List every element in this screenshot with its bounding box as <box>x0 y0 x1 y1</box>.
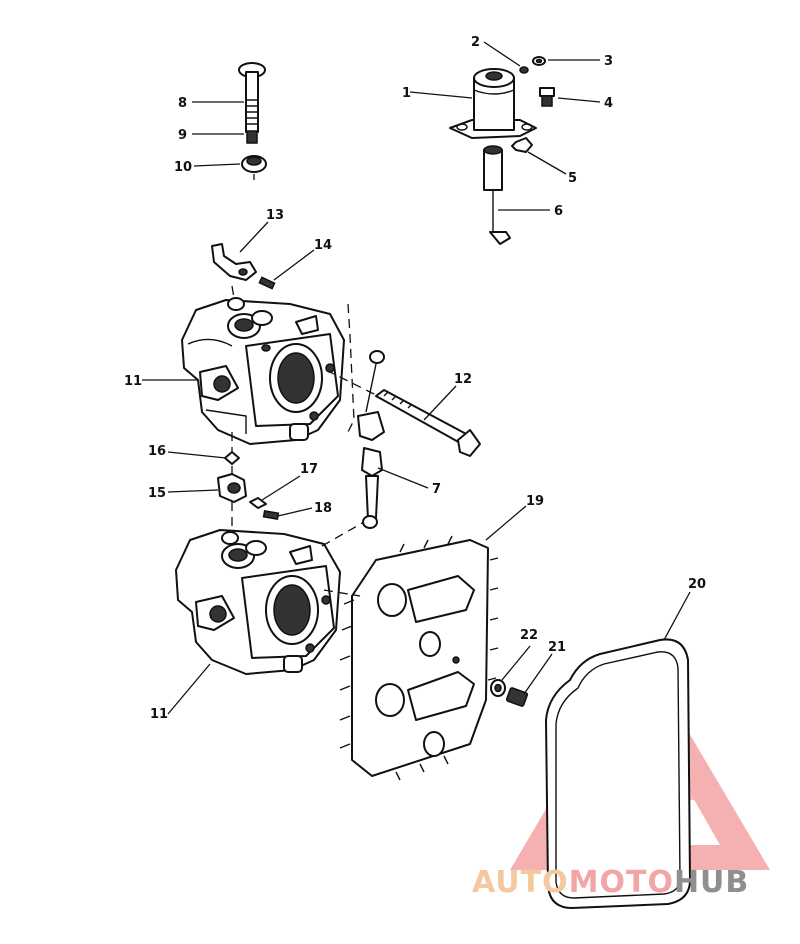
callout-10: 10 <box>174 160 192 175</box>
callout-4: 4 <box>604 96 613 111</box>
callout-3: 3 <box>604 54 613 69</box>
callout-20: 20 <box>688 577 706 592</box>
callout-labels: 1 2 3 4 5 6 7 8 9 10 11 11 12 13 14 15 1… <box>124 35 706 722</box>
callout-18: 18 <box>314 501 332 516</box>
callout-12: 12 <box>454 372 472 387</box>
gasket-part-16 <box>224 451 240 465</box>
callout-2: 2 <box>471 35 480 50</box>
svg-text:AUTOMOTOHUB: AUTOMOTOHUB <box>472 865 749 900</box>
washer-part-22 <box>490 679 506 697</box>
nut-part-5 <box>511 137 533 153</box>
valve-part-8 <box>238 62 266 133</box>
callout-5: 5 <box>568 171 577 186</box>
callout-14: 14 <box>314 238 332 253</box>
callout-16: 16 <box>148 444 166 459</box>
screw-part-4 <box>539 87 555 107</box>
callout-21: 21 <box>548 640 566 655</box>
watermark-hub: HUB <box>674 865 749 900</box>
link-rod-part-7 <box>357 350 385 529</box>
assembly-lines <box>231 174 379 597</box>
nut-part-2 <box>519 66 529 74</box>
carburetor-lower <box>175 529 341 675</box>
plunger-part-6 <box>483 145 511 245</box>
leader-lines <box>142 41 691 715</box>
watermark-text: AUTOMOTOHUB <box>472 865 749 900</box>
lever-part-13 <box>211 243 257 281</box>
screw-part-18 <box>262 509 280 521</box>
callout-11-upper: 11 <box>124 374 142 389</box>
nut-part-3 <box>532 56 546 66</box>
bolt-part-12 <box>375 389 481 457</box>
callout-6: 6 <box>554 204 563 219</box>
gasket-plate-part-19 <box>339 535 499 781</box>
callout-7: 7 <box>432 482 441 497</box>
callout-22: 22 <box>520 628 538 643</box>
bracket-part-15 <box>217 473 247 503</box>
watermark-moto: MOTO <box>569 865 674 900</box>
seat-part-10 <box>241 155 267 173</box>
solenoid-part <box>449 68 537 139</box>
callout-9: 9 <box>178 128 187 143</box>
callout-17: 17 <box>300 462 318 477</box>
screw-part-21 <box>505 687 529 707</box>
spring-part-9 <box>246 130 258 144</box>
callout-15: 15 <box>148 486 166 501</box>
washer-part-17 <box>249 497 267 509</box>
seal-ring-part-20 <box>545 638 691 909</box>
callout-13: 13 <box>266 208 284 223</box>
callout-19: 19 <box>526 494 544 509</box>
carburetor-upper <box>181 297 345 445</box>
screw-part-14 <box>258 276 276 290</box>
callout-8: 8 <box>178 96 187 111</box>
watermark-auto: AUTO <box>472 865 569 900</box>
callout-11-lower: 11 <box>150 707 168 722</box>
callout-1: 1 <box>402 86 411 101</box>
